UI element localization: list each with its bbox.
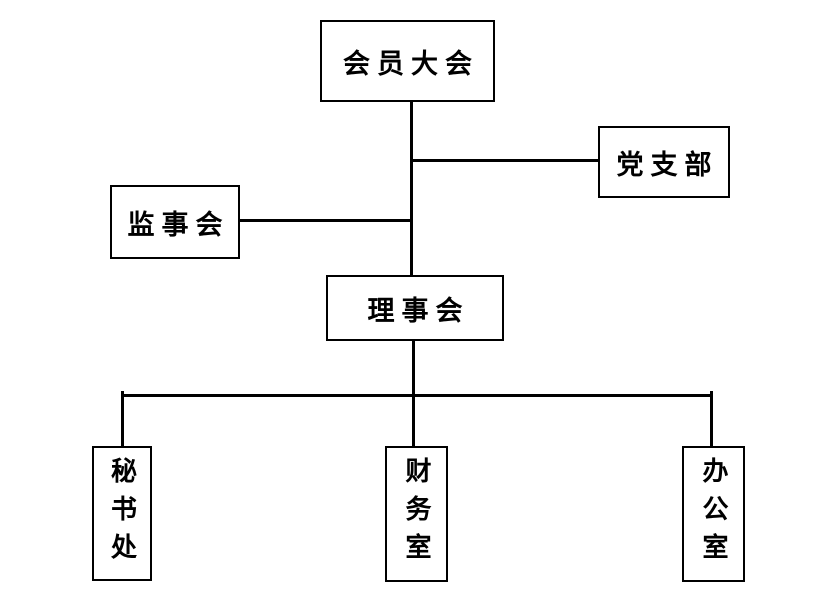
node-members-assembly: 会员大会	[320, 20, 495, 102]
connector-members-assembly-to-council	[410, 102, 413, 275]
connector-council-to-rail	[412, 341, 415, 397]
connector-children-rail	[121, 394, 713, 397]
connector-rail-to-general-office	[710, 391, 713, 446]
connector-rail-to-finance-office	[412, 394, 415, 446]
node-secretariat: 秘书处	[92, 446, 152, 581]
connector-supervisory-board-to-spine	[240, 219, 411, 222]
node-supervisory-board: 监事会	[110, 185, 240, 259]
connector-spine-to-party-branch	[411, 159, 598, 162]
connector-rail-to-secretariat	[121, 391, 124, 446]
node-party-branch: 党支部	[598, 126, 730, 198]
node-general-office: 办公室	[682, 446, 745, 582]
node-finance-office: 财务室	[385, 446, 448, 582]
node-council: 理事会	[326, 275, 504, 341]
